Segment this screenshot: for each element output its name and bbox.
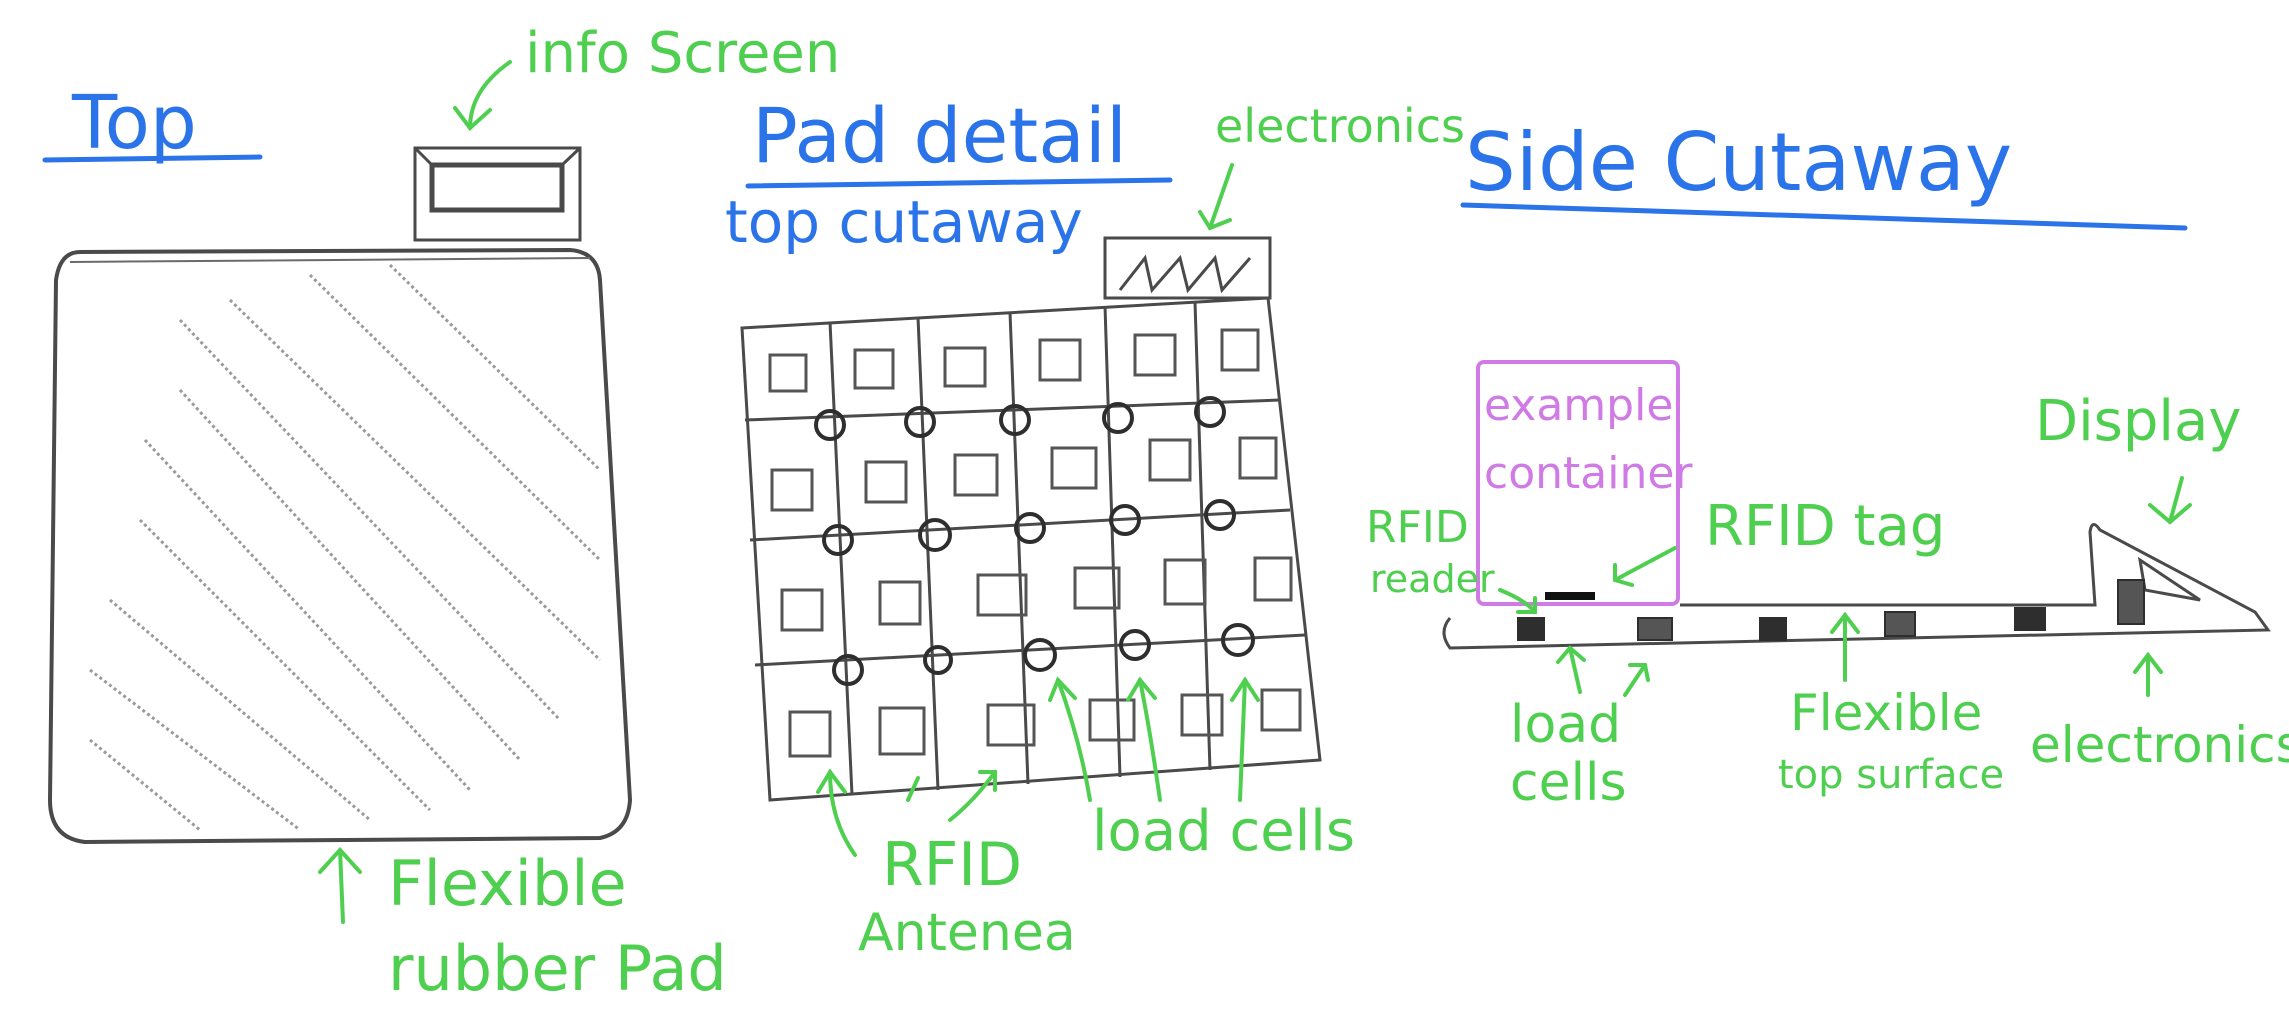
top-view: Top inf: [42, 21, 840, 1005]
rfid-tag-arrow: [1613, 546, 1677, 587]
info-screen-label: info Screen: [525, 21, 840, 86]
pad-detail-view: Pad detail top cutaway electronics: [725, 91, 1465, 963]
example-container: example container: [1476, 360, 1693, 606]
display-label: Display: [2035, 389, 2241, 454]
side-cutaway-title-underline: [1460, 202, 2188, 231]
display-arrow: [2148, 476, 2192, 525]
pad-detail-title: Pad detail: [752, 91, 1127, 180]
flexible-top-surface-line1: Flexible: [1790, 684, 1982, 742]
pad-grid: [740, 296, 1322, 802]
load-cells-side-label: load cells: [1510, 645, 1650, 813]
side-load-cells: [1517, 579, 2145, 641]
load-cells-pad-text: load cells: [1092, 799, 1355, 864]
electronics-side-label: electronics: [2030, 651, 2289, 774]
electronics-top-arrow: [1198, 163, 1234, 231]
pad-detail-title-underline: [745, 177, 1173, 189]
electronics-top-label: electronics: [1215, 99, 1465, 153]
flexible-rubber-pad-label: Flexible rubber Pad: [318, 847, 727, 1005]
rfid-reader-line1: RFID: [1366, 502, 1469, 553]
example-container-line1: example: [1484, 380, 1673, 431]
rfid-antenna-line2: Antenea: [858, 903, 1076, 963]
electronics-box: [1103, 236, 1272, 300]
rfid-antenna-label: RFID Antenea: [816, 768, 1076, 963]
rfid-antenna-line1: RFID: [882, 830, 1022, 900]
info-screen-arrow: [453, 60, 512, 131]
info-screen-box: [413, 146, 582, 242]
rfid-reader-line2: reader: [1370, 557, 1495, 601]
load-cells-side-line2: cells: [1510, 753, 1627, 813]
rfid-tag-shape: [1545, 592, 1595, 600]
load-cell-circles: [814, 396, 1255, 686]
flexible-rubber-pad-line1: Flexible: [388, 847, 627, 920]
side-cutaway-title: Side Cutaway: [1465, 116, 2012, 209]
top-title: Top: [71, 80, 197, 166]
example-container-line2: container: [1484, 448, 1693, 499]
load-cells-pad-label: load cells: [1048, 676, 1355, 864]
rfid-reader-arrow: [1498, 588, 1537, 614]
flexible-rubber-pad-line2: rubber Pad: [388, 932, 727, 1005]
rfid-tag-label: RFID tag: [1705, 494, 1945, 559]
pad-shading: [89, 263, 602, 832]
flexible-top-surface-label: Flexible top surface: [1778, 611, 2004, 798]
load-cells-side-line1: load: [1510, 695, 1621, 755]
side-board: [1442, 523, 2271, 650]
side-cutaway-view: Side Cutaway example container RFID read…: [1366, 116, 2289, 813]
electronics-side-text: electronics: [2030, 716, 2289, 774]
top-title-underline: [42, 154, 263, 163]
rubber-pad: [47, 247, 633, 845]
rfid-antenna-squares: [768, 328, 1302, 758]
pad-detail-subtitle: top cutaway: [725, 188, 1083, 256]
flexible-top-surface-line2: top surface: [1778, 752, 2004, 798]
